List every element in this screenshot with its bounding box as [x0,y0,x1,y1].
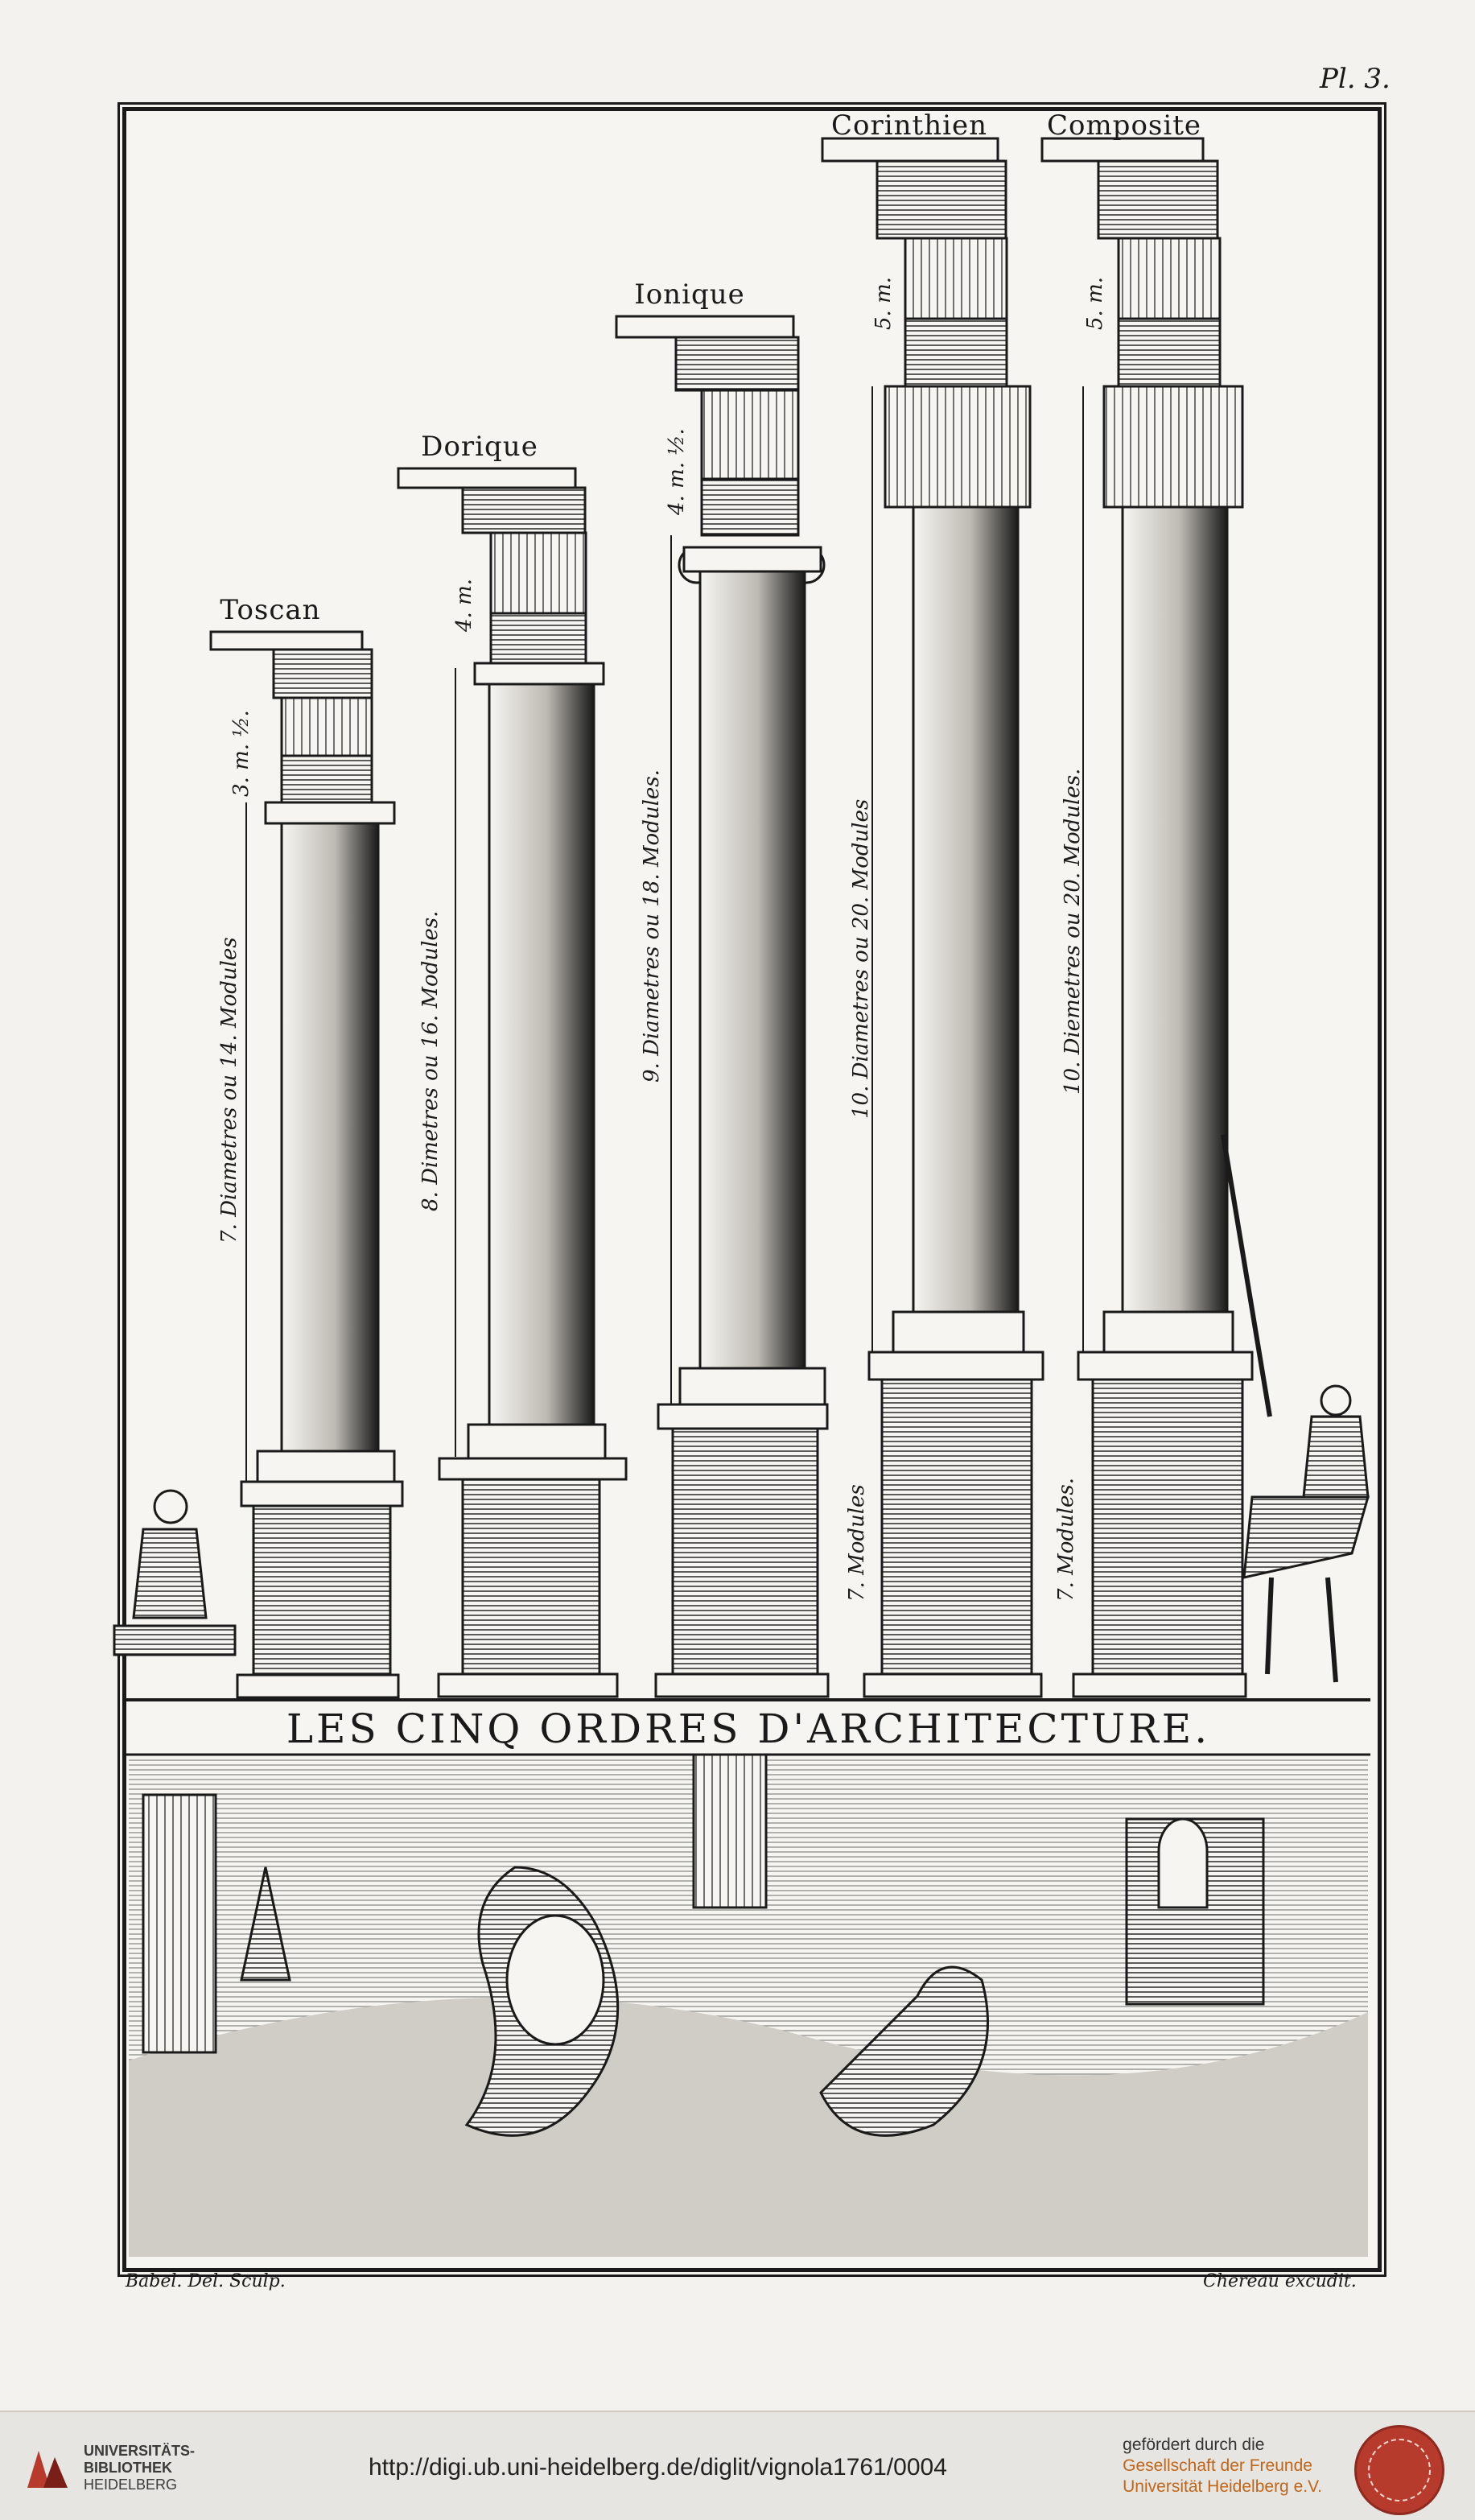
library-name-line2: BIBLIOTHEK [84,2460,172,2476]
pedestal-label-corinthien: 7. Modules [845,1484,869,1602]
permalink-url[interactable]: http://digi.ub.uni-heidelberg.de/diglit/… [369,2454,947,2481]
order-title-corinthien: Corinthien [831,109,987,142]
kneeling-worker-figure [113,1489,237,1656]
viewer-footer: UNIVERSITÄTS- BIBLIOTHEK HEIDELBERG http… [0,2411,1475,2520]
entab-label-corinthien: 5. m. [871,277,896,330]
order-title-dorique: Dorique [421,431,538,463]
sponsor-line2: Universität Heidelberg e.V. [1123,2477,1322,2496]
shaft-label-dorique: 8. Dimetres ou 16. Modules. [418,910,443,1211]
shaft-label-composite: 10. Diemetres ou 20. Modules. [1061,768,1085,1095]
corinthien-order [821,137,1044,1698]
composite-order [1040,137,1254,1698]
engraver-credit: Babel. Del. Sculp. [126,2271,286,2291]
library-name: UNIVERSITÄTS- BIBLIOTHEK HEIDELBERG [84,2443,195,2493]
publisher-credit: Chereau excudit. [1203,2271,1357,2291]
pedestal-label-composite: 7. Modules. [1054,1477,1078,1602]
shaft-label-toscan: 7. Diametres ou 14. Modules [217,937,241,1244]
five-orders-engraving [113,137,1370,2257]
shaft-label-ionique: 9. Diametres ou 18. Modules. [640,769,664,1083]
entab-label-ionique: 4. m. ½. [665,428,689,515]
dorique-order [397,467,628,1698]
ionique-order [615,315,830,1698]
order-title-toscan: Toscan [220,594,321,626]
shaft-label-corinthien: 10. Diametres ou 20. Modules [849,798,873,1119]
library-name-line1: UNIVERSITÄTS- [84,2443,196,2459]
order-title-ionique: Ionique [634,278,745,311]
surveyor-figure [1221,1134,1370,1683]
library-logo-icon [23,2443,72,2493]
sponsor-block: gefördert durch die Gesellschaft der Fre… [1123,2435,1322,2497]
toscan-order [209,630,404,1699]
plate-number: Pl. 3. [1320,63,1391,95]
entab-label-toscan: 3. m. ½. [229,710,253,797]
sponsor-intro: gefördert durch die [1123,2435,1265,2454]
entab-label-composite: 5. m. [1083,277,1107,330]
order-title-composite: Composite [1046,109,1202,142]
plate-title-banner: LES CINQ ORDRES D'ARCHITECTURE. [286,1705,1211,1752]
university-seal-icon [1354,2425,1444,2515]
library-name-line3: HEIDELBERG [84,2477,178,2493]
sponsor-line1: Gesellschaft der Freunde [1123,2456,1312,2475]
landscape-vignette [129,1753,1368,2257]
entab-label-dorique: 4. m. [452,579,476,632]
